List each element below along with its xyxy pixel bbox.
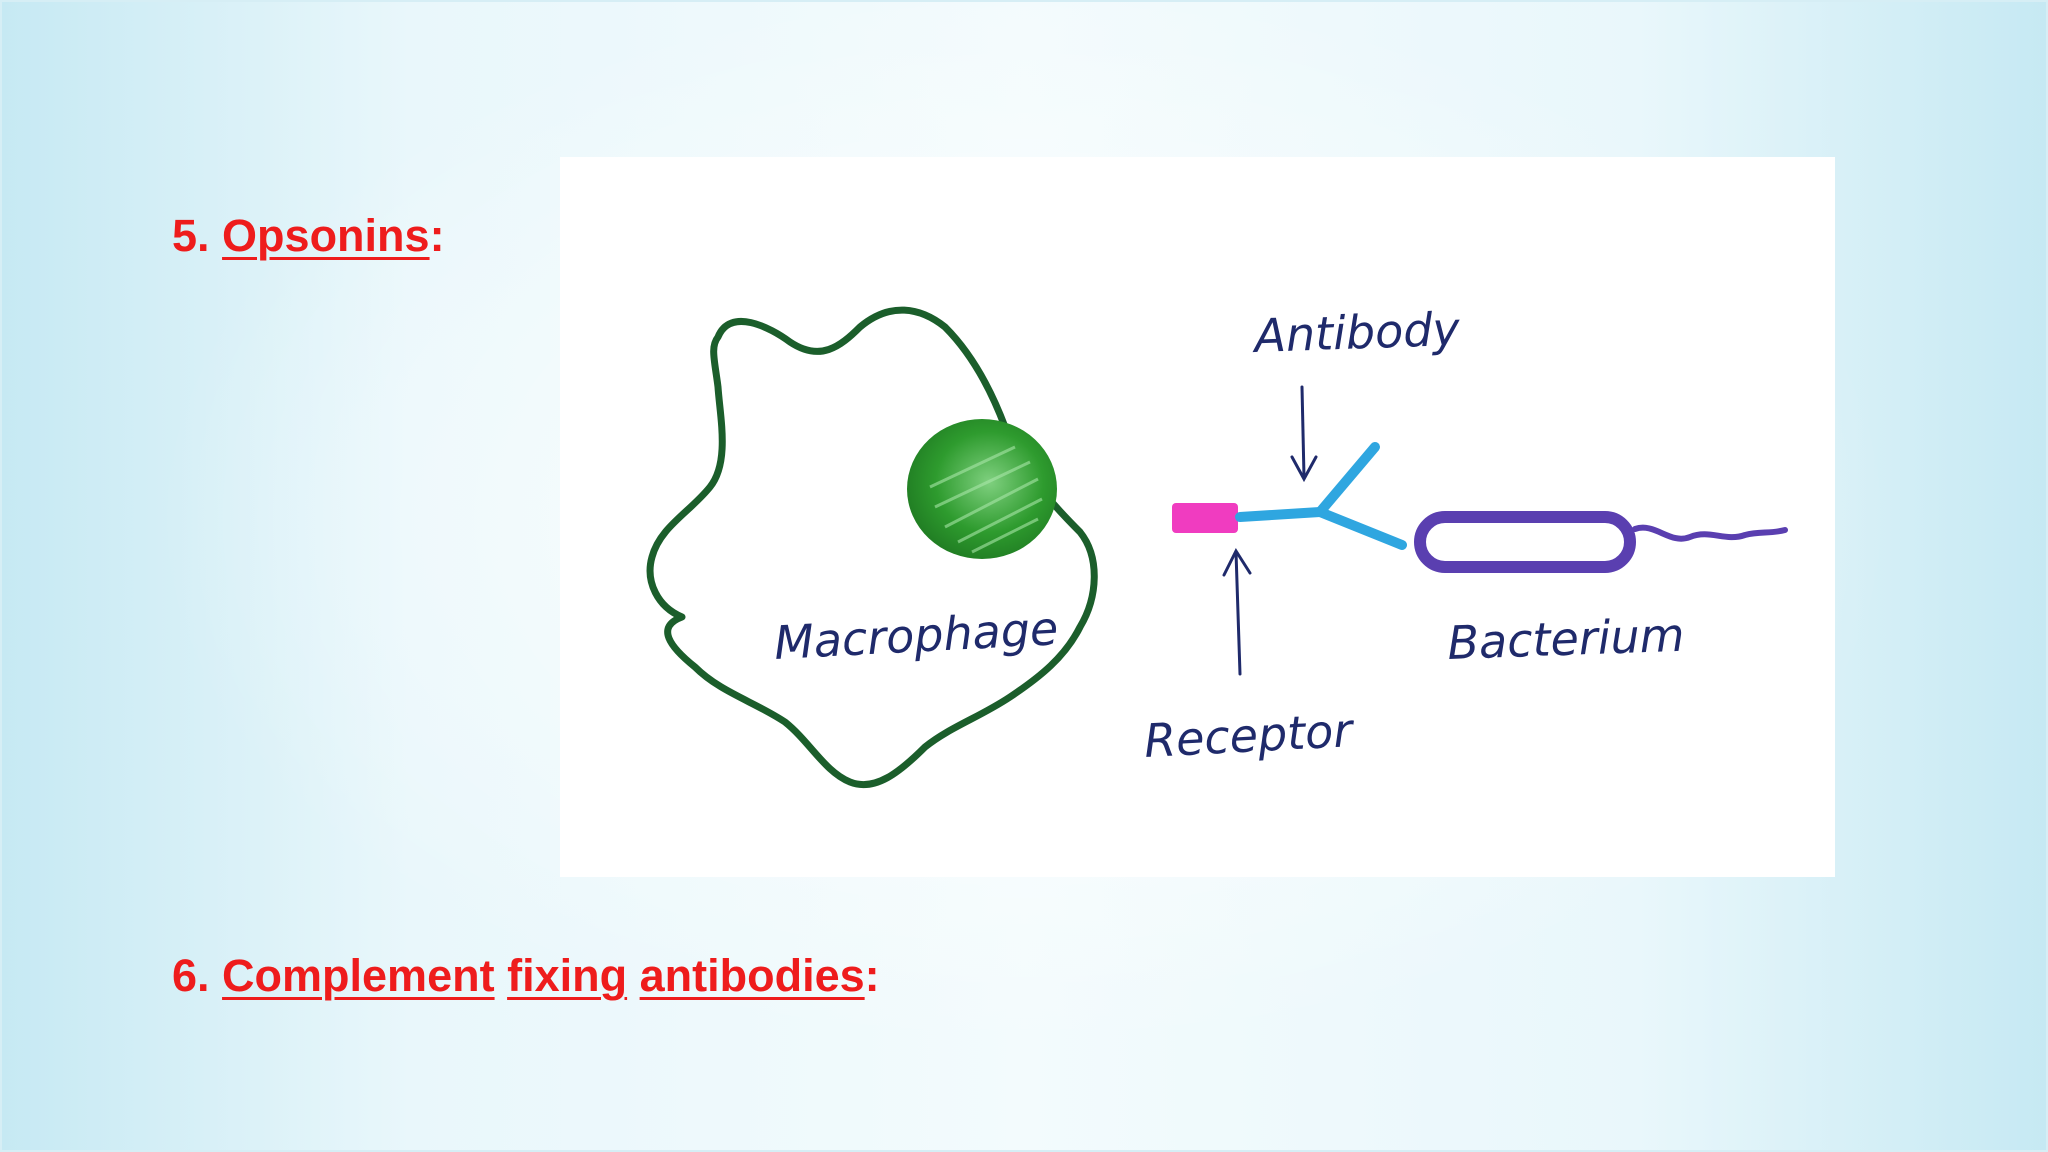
heading-number: 6. [172, 950, 210, 1001]
label-bacterium: Bacterium [1446, 608, 1685, 670]
label-macrophage: Macrophage [773, 601, 1060, 670]
heading-word-opsonins: Opsonins [222, 210, 430, 261]
label-antibody: Antibody [1251, 302, 1462, 363]
heading-word-antibodies: antibodies [639, 950, 865, 1001]
heading-word-fixing: fixing [507, 950, 628, 1001]
heading-complement-fixing-antibodies: 6. Complement fixing antibodies: [172, 950, 880, 1002]
nucleus [907, 419, 1057, 559]
heading-number: 5. [172, 210, 210, 261]
antibody-shape [1235, 442, 1407, 550]
bacterium-flagellum [1632, 524, 1788, 542]
label-receptor: Receptor [1143, 703, 1357, 768]
heading-colon: : [864, 950, 880, 1001]
opsonization-diagram: Antibody Macrophage Receptor Bacterium [560, 157, 1835, 877]
receptor-arrow [1222, 547, 1252, 676]
heading-opsonins: 5. Opsonins: [172, 210, 445, 262]
antibody-arrow [1290, 385, 1318, 483]
bacterium-shape [1414, 511, 1636, 573]
receptor-shape [1172, 503, 1238, 533]
nucleus-hatching [929, 445, 1043, 554]
heading-colon: : [429, 210, 445, 261]
macrophage-outline [646, 306, 1098, 789]
heading-word-complement: Complement [222, 950, 495, 1001]
